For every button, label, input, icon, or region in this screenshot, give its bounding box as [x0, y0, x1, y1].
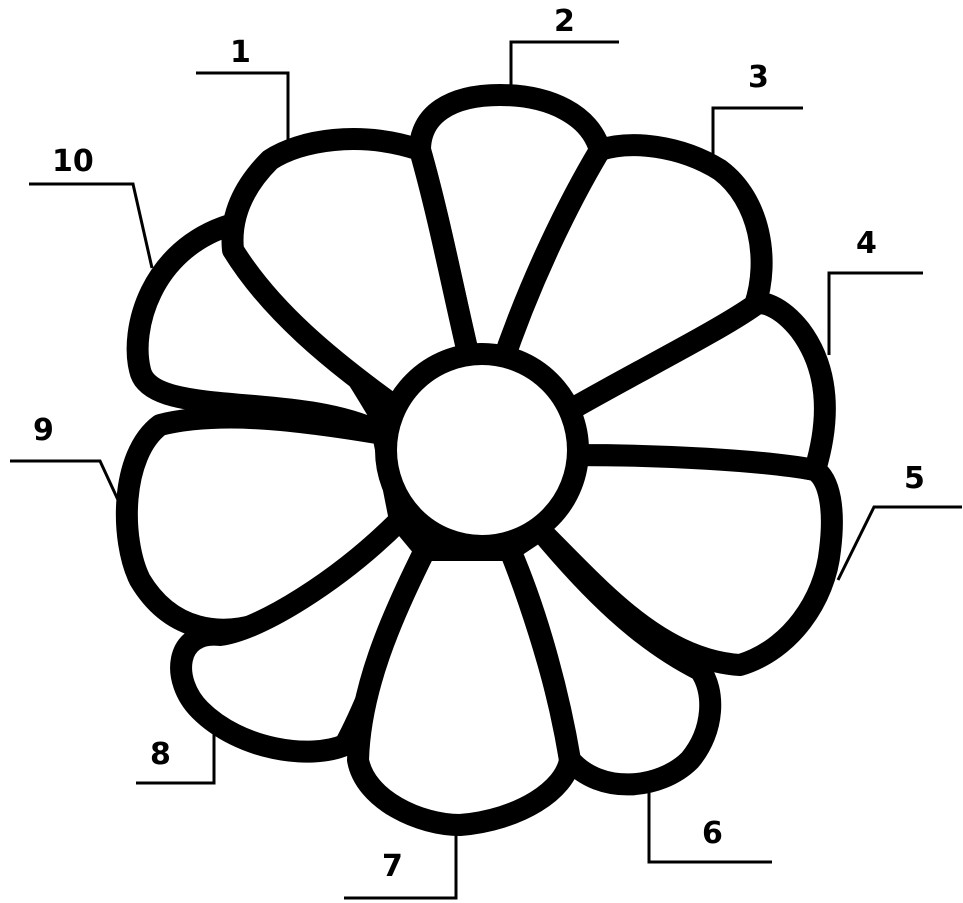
label-8: 8: [150, 737, 171, 772]
flower-center: [386, 354, 578, 546]
label-4: 4: [856, 226, 877, 261]
leader-line-5: [838, 507, 962, 580]
leader-line-8: [136, 728, 214, 783]
label-9: 9: [33, 413, 54, 448]
leader-line-4: [829, 273, 923, 355]
label-7: 7: [382, 849, 403, 884]
label-3: 3: [748, 60, 769, 95]
label-1: 1: [230, 35, 251, 70]
leader-line-10: [29, 184, 152, 268]
leader-line-3: [713, 108, 803, 165]
leader-line-9: [10, 461, 125, 515]
leader-line-1: [196, 73, 288, 148]
label-6: 6: [702, 816, 723, 851]
label-2: 2: [554, 4, 575, 39]
label-10: 10: [52, 144, 94, 179]
label-5: 5: [904, 461, 925, 496]
